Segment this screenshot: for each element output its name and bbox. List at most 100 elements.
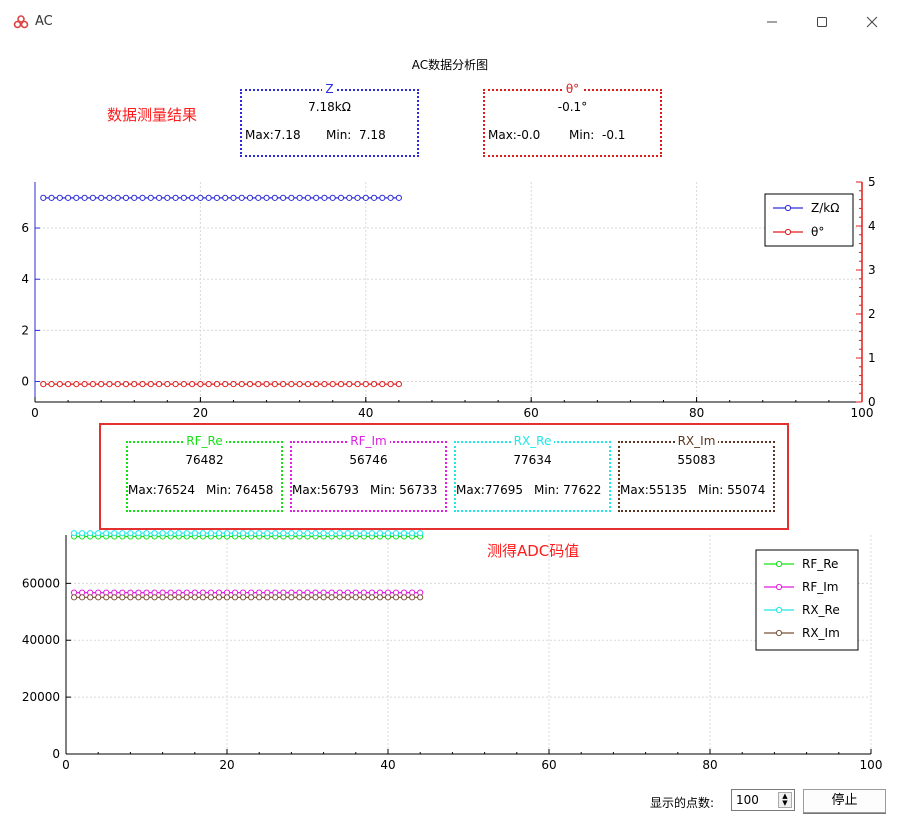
data-point <box>409 594 416 601</box>
y-tick-label: 0 <box>21 375 29 389</box>
adc-readout-value: 56746 <box>349 453 388 467</box>
data-point <box>172 194 179 201</box>
data-point <box>346 380 353 388</box>
data-point <box>280 530 287 537</box>
data-point <box>379 380 386 388</box>
data-point <box>368 530 375 537</box>
data-point <box>336 530 343 537</box>
y-tick-label: 20000 <box>22 690 60 704</box>
adc-readout-label: RX_Re <box>510 434 555 448</box>
data-point <box>122 380 130 388</box>
data-point <box>87 530 94 537</box>
data-point <box>392 594 400 601</box>
data-point <box>223 594 231 601</box>
data-point <box>205 380 212 388</box>
data-point <box>362 194 369 201</box>
z-min-label: Min: <box>326 128 352 142</box>
data-point <box>231 594 239 601</box>
data-point <box>175 530 182 537</box>
data-point <box>207 594 214 601</box>
y-tick-label: 0 <box>52 747 60 761</box>
stop-button[interactable]: 停止 <box>803 789 886 813</box>
points-count-spinbox[interactable]: 100 ▲ ▼ <box>731 789 795 811</box>
data-point <box>352 594 359 601</box>
theta-min-value: -0.1 <box>601 128 626 142</box>
data-point <box>199 530 206 537</box>
data-point <box>207 530 214 537</box>
spin-up-icon[interactable]: ▲ <box>782 792 788 800</box>
adc-min-label: Min: <box>698 483 724 497</box>
adc-readout-frame <box>99 423 789 530</box>
z-max-value: 7.18 <box>273 128 301 142</box>
maximize-button[interactable] <box>802 8 842 36</box>
data-point <box>387 194 394 201</box>
data-point <box>223 530 231 537</box>
data-point <box>248 594 255 601</box>
data-point <box>384 530 392 537</box>
adc-max-label: Max: <box>128 483 157 497</box>
z-readout-value: 7.18kΩ <box>308 100 351 114</box>
y2-tick-label: 5 <box>868 175 876 189</box>
data-point <box>159 594 166 601</box>
adc-max-value: 77695 <box>484 483 524 497</box>
data-point <box>409 530 416 537</box>
x-tick-label: 20 <box>219 758 234 772</box>
data-point <box>246 194 254 201</box>
data-point <box>255 380 262 388</box>
data-point <box>191 594 198 601</box>
series-RX_Im <box>70 594 424 601</box>
data-point <box>264 594 271 601</box>
close-icon <box>866 16 878 28</box>
data-point <box>40 380 47 388</box>
data-point <box>272 594 279 601</box>
theta-readout-label: θ° <box>562 82 583 96</box>
data-point <box>354 380 361 388</box>
legend-label: RX_Re <box>802 603 840 617</box>
y2-tick-label: 0 <box>868 395 876 409</box>
minimize-icon <box>767 21 777 23</box>
minimize-button[interactable] <box>752 8 792 36</box>
data-point <box>155 194 163 201</box>
data-point <box>79 594 86 601</box>
close-button[interactable] <box>852 8 892 36</box>
data-point <box>417 594 424 601</box>
data-point <box>387 380 394 388</box>
x-tick-label: 40 <box>380 758 395 772</box>
data-point <box>271 380 278 388</box>
data-point <box>248 530 255 537</box>
x-tick-label: 80 <box>702 758 717 772</box>
spin-arrows[interactable]: ▲ ▼ <box>778 792 792 808</box>
data-point <box>376 594 384 601</box>
adc-max-label: Max: <box>456 483 485 497</box>
data-point <box>89 380 96 388</box>
series-RF_Im <box>70 589 424 596</box>
data-point <box>384 594 392 601</box>
data-point <box>143 594 150 601</box>
adc-readout-value: 55083 <box>677 453 716 467</box>
data-point <box>106 194 113 201</box>
data-point <box>98 194 105 201</box>
adc-max-value: 56793 <box>320 483 360 497</box>
data-point <box>360 594 367 601</box>
data-point <box>392 530 400 537</box>
data-point <box>147 380 154 388</box>
data-point <box>312 530 319 537</box>
data-point <box>328 530 335 537</box>
adc-readout-label: RX_Im <box>674 434 719 448</box>
data-point <box>360 530 367 537</box>
y2-tick-label: 3 <box>868 263 876 277</box>
adc-readout-value: 76482 <box>185 453 224 467</box>
z-min-value: 7.18 <box>358 128 386 142</box>
data-point <box>280 594 287 601</box>
data-point <box>263 380 270 388</box>
adc-readout-value: 77634 <box>513 453 552 467</box>
data-point <box>64 194 72 201</box>
data-point <box>344 530 351 537</box>
data-point <box>164 194 171 201</box>
data-point <box>135 594 142 601</box>
data-point <box>288 594 295 601</box>
spin-down-icon[interactable]: ▼ <box>782 799 788 807</box>
y-tick-label: 4 <box>21 272 29 286</box>
